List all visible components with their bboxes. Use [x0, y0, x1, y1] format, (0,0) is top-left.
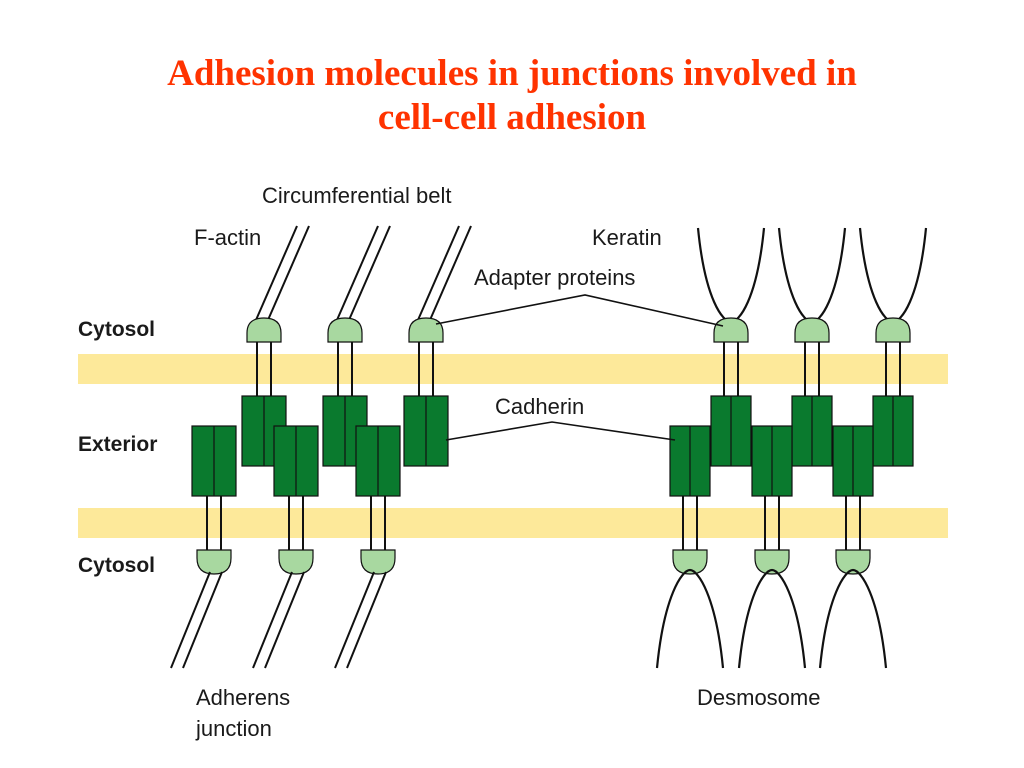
label-adapter-proteins: Adapter proteins [474, 265, 635, 290]
cadherin-pointer-line [445, 421, 676, 441]
desmosome-cadherin-stalk-bottom-1 [764, 496, 780, 552]
membrane-bottom [78, 508, 948, 538]
cadherin-stalk-bottom-1 [288, 496, 304, 552]
desmosome-cadherin-stalk-top-0 [723, 342, 739, 396]
cadherin-bottom-1 [273, 425, 319, 497]
slide-title: Adhesion molecules in junctions involved… [0, 52, 1024, 140]
desmosome-cadherin-stalk-top-1 [804, 342, 820, 396]
adapter-protein-bottom-d2 [835, 549, 871, 575]
desmosome-cadherin-stalk-top-2 [885, 342, 901, 396]
adapter-protein-bottom-d1 [754, 549, 790, 575]
desmosome-cadherin-stalk-bottom-2 [845, 496, 861, 552]
cadherin-stalk-top-0 [256, 342, 272, 396]
desmosome-cadherin-top-2 [872, 395, 914, 467]
desmosome-cadherin-bottom-1 [751, 425, 793, 497]
label-desmosome: Desmosome [697, 685, 820, 710]
desmosome-cadherin-top-1 [791, 395, 833, 467]
membrane-top [78, 354, 948, 384]
cadherin-stalk-top-2 [418, 342, 434, 396]
f-actin-filament-2 [417, 225, 472, 321]
label-exterior: Exterior [78, 433, 157, 456]
desmosome-cadherin-bottom-0 [669, 425, 711, 497]
adherens-junction [170, 225, 472, 669]
label-circumferential-belt: Circumferential belt [262, 183, 452, 208]
adapter-protein-top-d1 [794, 317, 830, 343]
title-line-2: cell-cell adhesion [377, 97, 647, 138]
f-actin-filament-1 [336, 225, 391, 321]
desmosome-cadherin-stalk-bottom-0 [682, 496, 698, 552]
f-actin-filament-bottom-0 [170, 571, 223, 669]
title-line-1: Adhesion molecules in junctions involved… [167, 53, 857, 94]
f-actin-filament-0 [255, 225, 310, 321]
label-cytosol-top: Cytosol [78, 318, 155, 341]
adapter-protein-top-1 [327, 317, 363, 343]
cadherin-top-2 [403, 395, 449, 467]
cadherin-bottom-2 [355, 425, 401, 497]
adapter-protein-top-2 [408, 317, 444, 343]
cadherin-stalk-bottom-2 [370, 496, 386, 552]
adapter-protein-top-d2 [875, 317, 911, 343]
adapter-protein-top-d0 [713, 317, 749, 343]
adapter-protein-bottom-0 [196, 549, 232, 575]
label-keratin: Keratin [592, 225, 662, 250]
label-cytosol-bottom: Cytosol [78, 554, 155, 577]
desmosome-junction [655, 227, 928, 669]
label-adherens-line2: junction [195, 716, 272, 741]
adapter-protein-top-0 [246, 317, 282, 343]
cadherin-stalk-bottom-0 [206, 496, 222, 552]
f-actin-filament-bottom-2 [334, 571, 387, 669]
keratin-filament-top-0 [696, 227, 766, 324]
label-cadherin: Cadherin [495, 394, 584, 419]
keratin-filament-bottom-0 [655, 568, 725, 669]
f-actin-filament-bottom-1 [252, 571, 305, 669]
keratin-filament-bottom-2 [818, 568, 888, 669]
cadherin-stalk-top-1 [337, 342, 353, 396]
cadherin-bottom-0 [191, 425, 237, 497]
adapter-pointer-line [435, 294, 724, 327]
keratin-filament-top-1 [777, 227, 847, 324]
keratin-filament-top-2 [858, 227, 928, 324]
label-adherens-line1: Adherens [196, 685, 290, 710]
adapter-protein-bottom-d0 [672, 549, 708, 575]
keratin-filament-bottom-1 [737, 568, 807, 669]
desmosome-cadherin-top-0 [710, 395, 752, 467]
adapter-protein-bottom-1 [278, 549, 314, 575]
desmosome-cadherin-bottom-2 [832, 425, 874, 497]
label-f-actin: F-actin [194, 225, 261, 250]
adapter-protein-bottom-2 [360, 549, 396, 575]
